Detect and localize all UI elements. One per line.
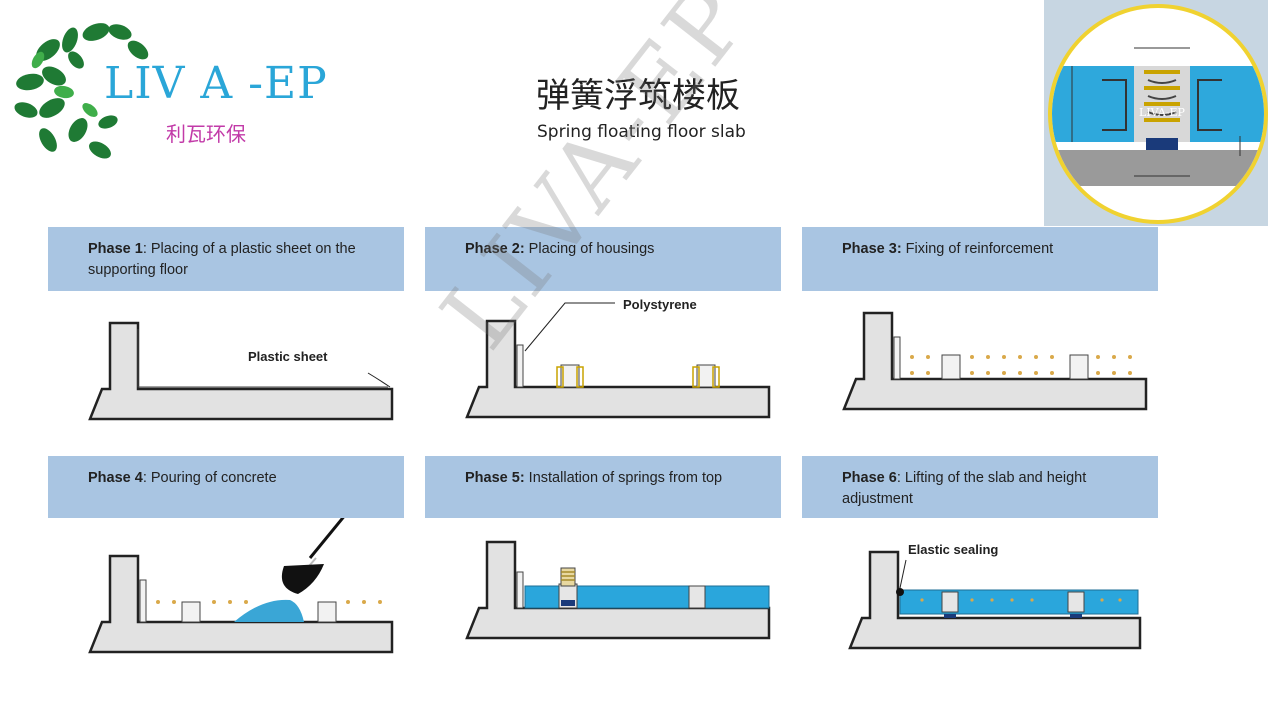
phase-header-5: Phase 5: Installation of springs from to… xyxy=(425,456,781,518)
brand-name: LIV A -EP xyxy=(104,58,328,109)
phase-1-diagram xyxy=(88,321,394,421)
spring-detail-diagram: LIVA-EP xyxy=(1048,4,1268,224)
phase-description: : Placing of a plastic sheet on the supp… xyxy=(88,241,356,278)
pouring-bucket-icon xyxy=(281,518,345,594)
polystyrene-label: Polystyrene xyxy=(623,297,697,312)
plastic-sheet-label: Plastic sheet xyxy=(248,349,328,364)
phase-6-diagram xyxy=(848,550,1142,650)
phase-description: : Pouring of concrete xyxy=(142,470,277,486)
phase-header-3: Phase 3: Fixing of reinforcement xyxy=(802,227,1158,291)
elastic-sealing-icon xyxy=(896,588,904,596)
phase-description: Placing of housings xyxy=(524,241,655,257)
phase-3-diagram xyxy=(842,311,1148,411)
phase-number: Phase 2: xyxy=(465,241,525,257)
phase-4-diagram xyxy=(88,518,394,654)
phase-description: Installation of springs from top xyxy=(524,470,723,486)
elastic-sealing-label: Elastic sealing xyxy=(908,542,999,557)
spring-detail-inset: LIVA-EP xyxy=(1044,0,1268,226)
phase-description: Fixing of reinforcement xyxy=(901,241,1054,257)
phase-header-6: Phase 6: Lifting of the slab and height … xyxy=(802,456,1158,518)
phase-number: Phase 1 xyxy=(88,241,143,257)
leaf-logo-icon xyxy=(14,23,149,159)
phase-header-1: Phase 1: Placing of a plastic sheet on t… xyxy=(48,227,404,291)
phase-header-4: Phase 4: Pouring of concrete xyxy=(48,456,404,518)
spring-icon xyxy=(560,567,576,606)
phase-number: Phase 3: xyxy=(842,241,902,257)
inset-label: LIVA-EP xyxy=(1139,106,1186,119)
brand-name-cn: 利瓦环保 xyxy=(166,122,246,146)
phase-2-diagram xyxy=(465,302,771,419)
phase-number: Phase 4 xyxy=(88,470,143,486)
phase-header-2: Phase 2: Placing of housings xyxy=(425,227,781,291)
phase-5-diagram xyxy=(465,540,771,640)
housing-icon xyxy=(556,364,584,388)
phase-number: Phase 5: xyxy=(465,470,525,486)
phase-number: Phase 6 xyxy=(842,470,897,486)
page-title-cn: 弹簧浮筑楼板 xyxy=(536,76,740,116)
housing-icon xyxy=(692,364,720,388)
phase-description: : Lifting of the slab and height adjustm… xyxy=(842,470,1087,507)
page-title-en: Spring floating floor slab xyxy=(537,122,746,142)
